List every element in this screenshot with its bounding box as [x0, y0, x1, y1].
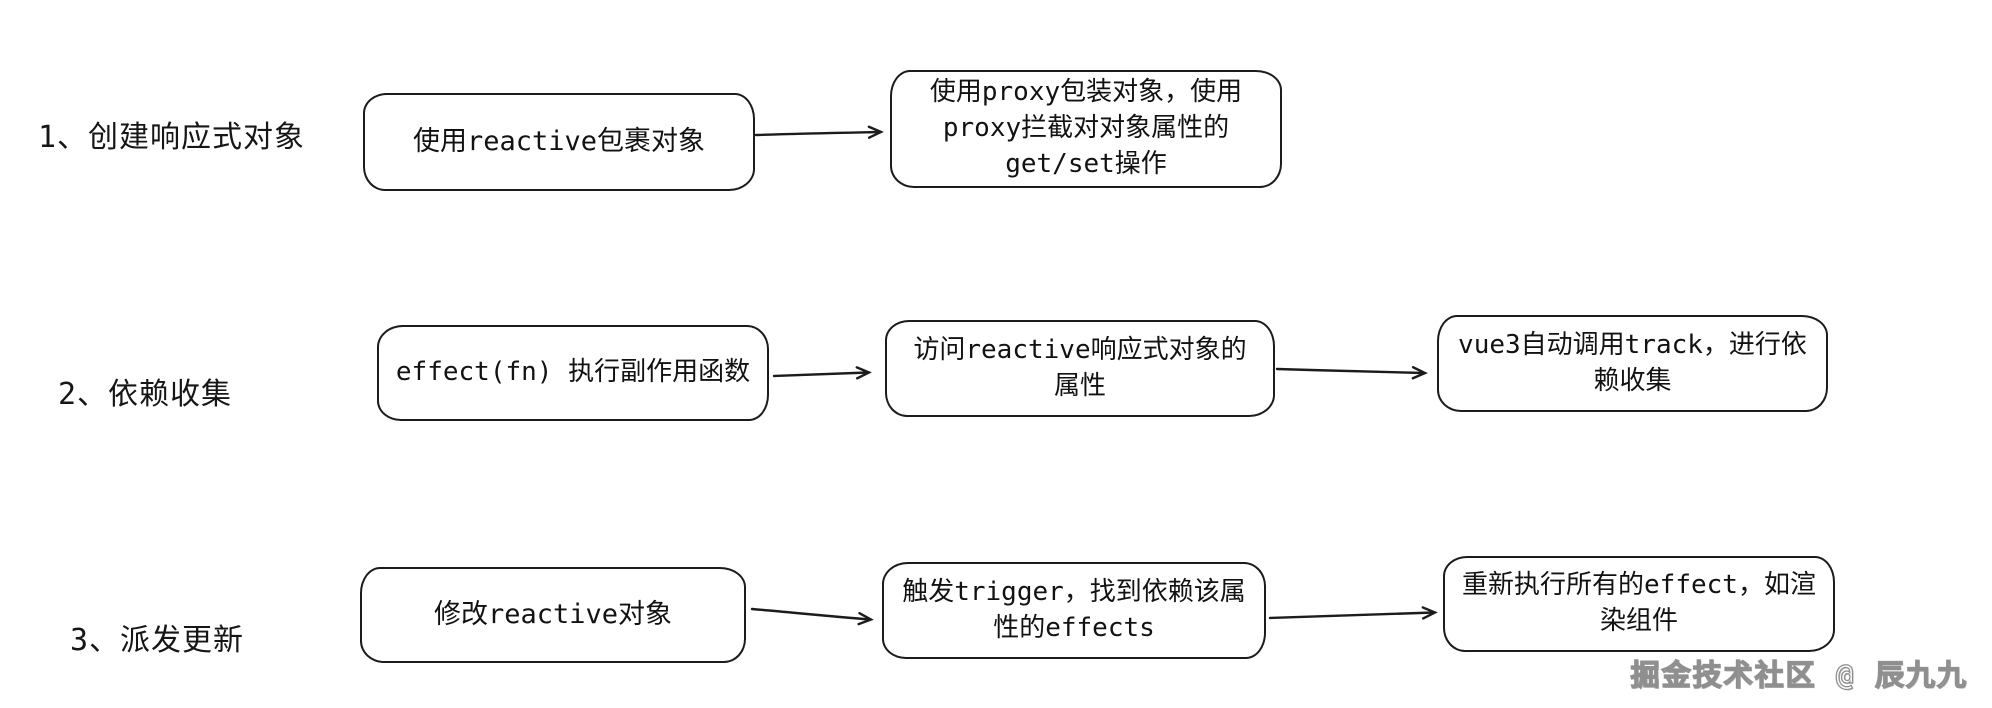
- node-rerun-effects: 重新执行所有的effect，如渲染组件: [1443, 556, 1835, 652]
- node-effect-fn: effect(fn) 执行副作用函数: [377, 325, 769, 421]
- arrow-reactive-to-proxy: [754, 125, 884, 139]
- step-label-dependency-collect: 2、依赖收集: [58, 377, 233, 412]
- arrow-effect-to-access: [772, 366, 872, 380]
- watermark: 掘金技术社区 @ 辰九九: [1630, 657, 1968, 692]
- arrow-trigger-to-rerun: [1268, 606, 1438, 620]
- node-use-reactive: 使用reactive包裹对象: [363, 93, 755, 191]
- node-track-collect: vue3自动调用track，进行依赖收集: [1437, 315, 1828, 412]
- arrow-access-to-track: [1275, 366, 1428, 380]
- node-modify-reactive: 修改reactive对象: [360, 567, 746, 663]
- arrow-modify-to-trigger: [750, 607, 874, 626]
- node-proxy-wrap: 使用proxy包装对象，使用proxy拦截对对象属性的get/set操作: [890, 70, 1282, 188]
- node-trigger-effects: 触发trigger，找到依赖该属性的effects: [882, 562, 1266, 659]
- step-label-create-reactive: 1、创建响应式对象: [38, 120, 306, 155]
- step-label-dispatch-update: 3、派发更新: [70, 623, 245, 658]
- node-access-property: 访问reactive响应式对象的属性: [885, 320, 1275, 417]
